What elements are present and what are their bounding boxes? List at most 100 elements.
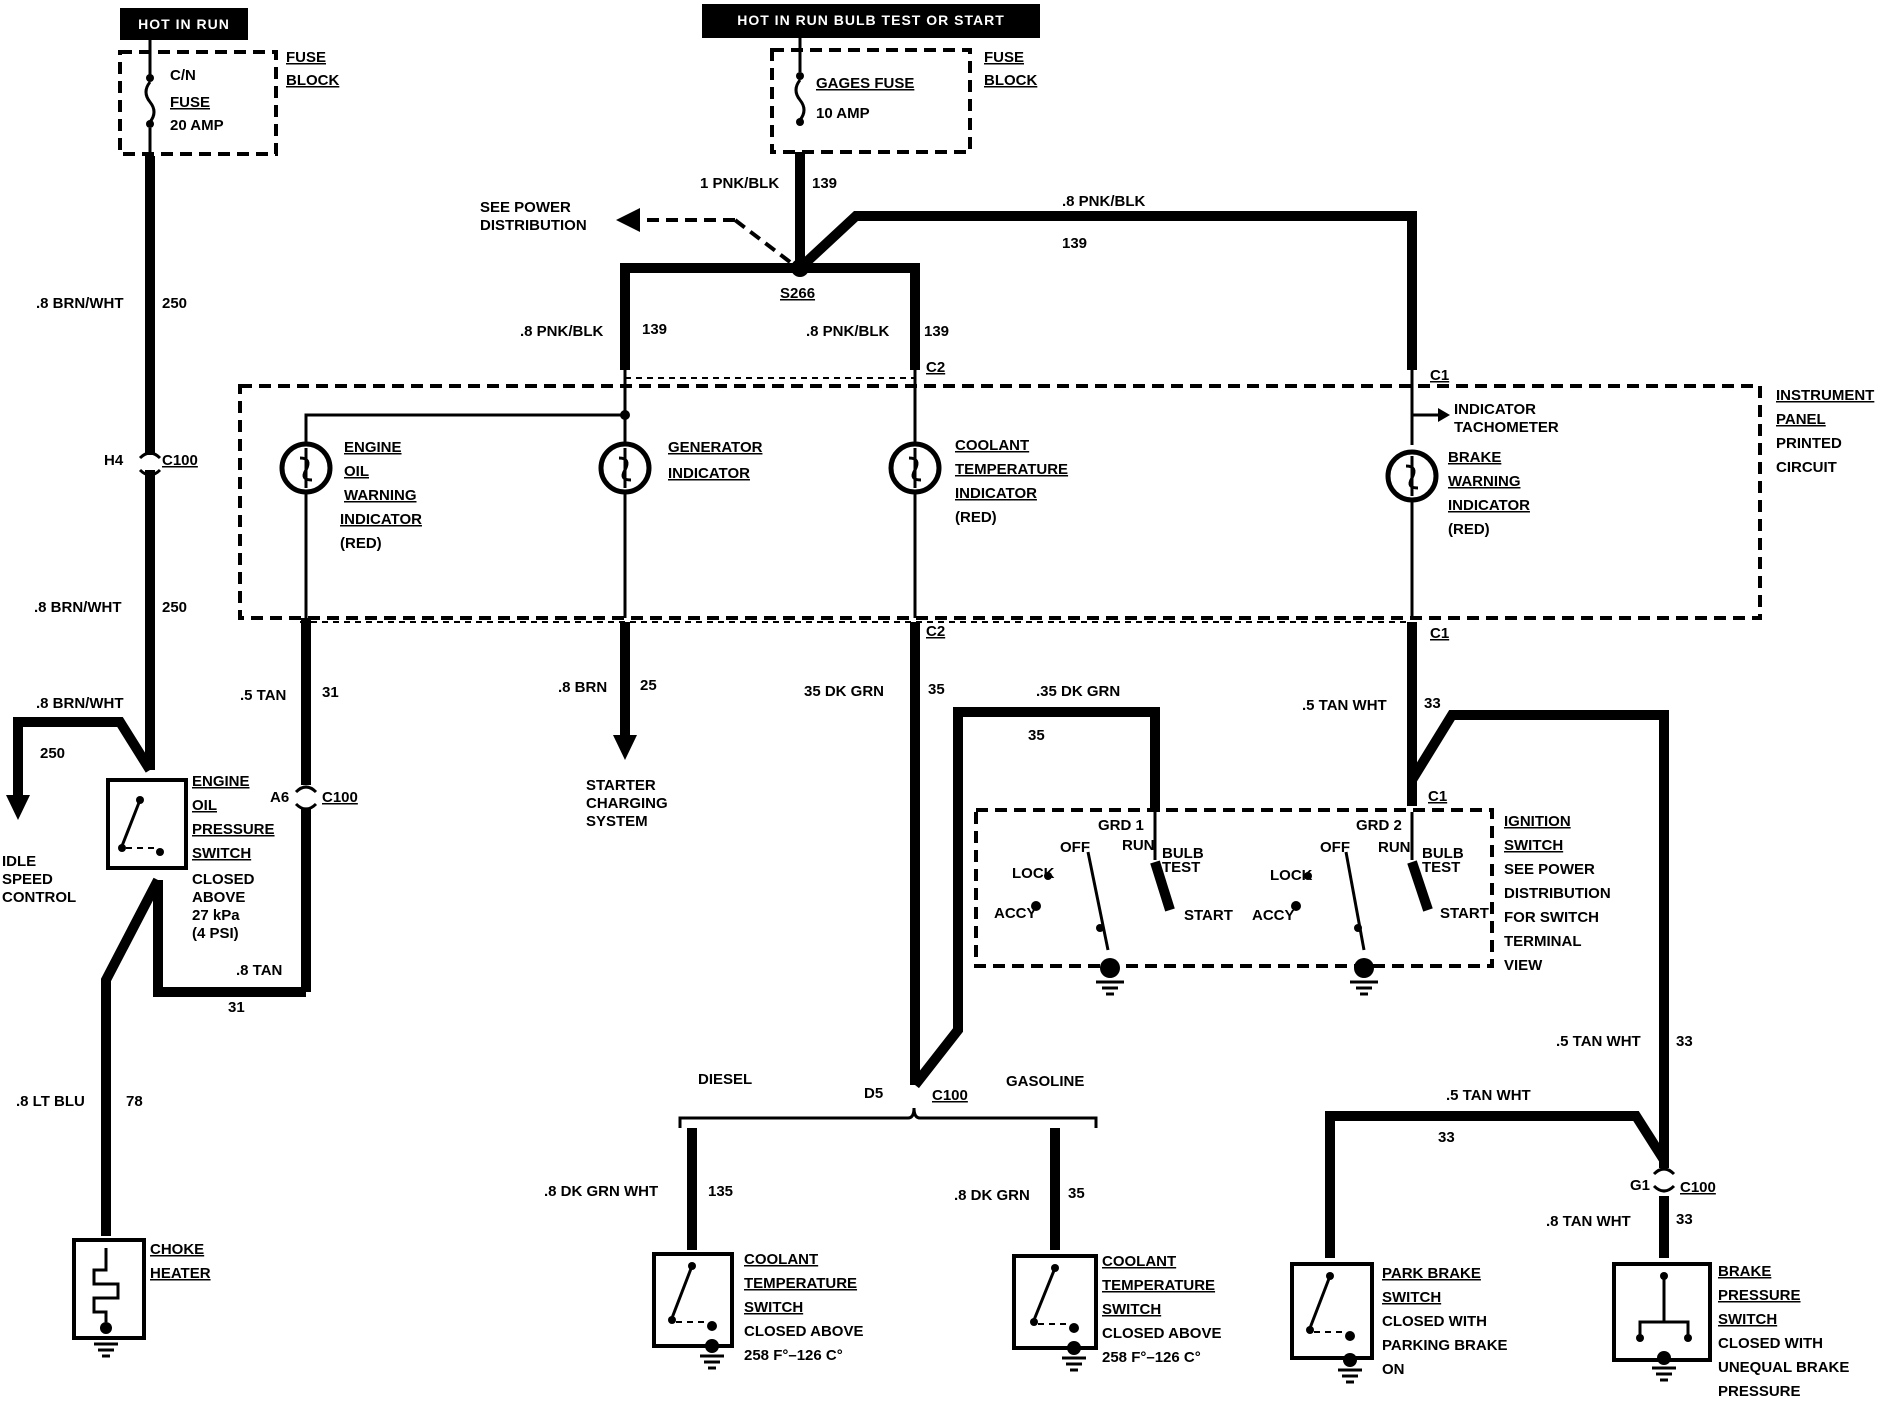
indicator-label: ENGINE (344, 439, 402, 456)
ign-position-label: START (1184, 907, 1233, 924)
wire-label: .8 LT BLU (16, 1093, 85, 1110)
ign-position-label: OFF (1320, 839, 1350, 856)
wire-label: .8 TAN WHT (1546, 1213, 1631, 1230)
connector-label: C1 (1428, 788, 1447, 805)
idle-label: SPEED (2, 871, 53, 888)
wire-number: 31 (322, 684, 339, 701)
park-brake-label: SWITCH (1382, 1289, 1441, 1306)
wire-number: 35 (1068, 1185, 1085, 1202)
connector-label: C1 (1430, 625, 1449, 642)
connector-label: C2 (926, 623, 945, 640)
bulb-icon (1385, 449, 1439, 503)
coolant-switch-label: TEMPERATURE (744, 1275, 857, 1292)
wire-label: .8 PNK/BLK (806, 323, 890, 340)
panel-label: INSTRUMENT (1776, 387, 1874, 404)
connector-label: A6 (270, 789, 289, 806)
wire-label: .8 BRN/WHT (34, 599, 122, 616)
wire-139-feed (616, 152, 1417, 370)
indicator-label: (RED) (955, 509, 997, 526)
coolant-switch-diesel (652, 1252, 734, 1370)
fuse-block-label: FUSE (984, 49, 1024, 66)
ign-position-label: START (1440, 905, 1489, 922)
coolant-switch-gasoline (1012, 1254, 1098, 1372)
connector-label: D5 (864, 1085, 883, 1102)
indicator-label: INDICATOR (1448, 497, 1530, 514)
connector-label: C100 (932, 1087, 968, 1104)
ign-position-label: BULB (1162, 845, 1204, 862)
ign-position-label: LOCK (1270, 867, 1313, 884)
oil-switch-label: 27 kPa (192, 907, 240, 924)
park-brake-label: CLOSED WITH (1382, 1313, 1487, 1330)
starter-label: SYSTEM (586, 813, 648, 830)
coolant-switch-label: SWITCH (1102, 1301, 1161, 1318)
wire-label: .8 DK GRN (954, 1187, 1030, 1204)
indicator-label: (RED) (1448, 521, 1490, 538)
wire-number: 139 (924, 323, 949, 340)
wire-label: 35 DK GRN (804, 683, 884, 700)
oil-switch-label: PRESSURE (192, 821, 275, 838)
oil-switch-label: ENGINE (192, 773, 250, 790)
coolant-switch-label: CLOSED ABOVE (744, 1323, 863, 1340)
wire-label: .8 BRN/WHT (36, 695, 124, 712)
connector-label: C1 (1430, 367, 1449, 384)
coolant-switch-label: CLOSED ABOVE (1102, 1325, 1221, 1342)
svg-text:GAGES FUSE: GAGES FUSE (816, 75, 914, 92)
svg-text:FUSE: FUSE (170, 94, 210, 111)
connector-label: C100 (1680, 1179, 1716, 1196)
wire-number: 33 (1438, 1129, 1455, 1146)
engine-variant-label: GASOLINE (1006, 1073, 1084, 1090)
wire-label: .8 PNK/BLK (1062, 193, 1146, 210)
brake-pressure-label: PRESSURE (1718, 1383, 1801, 1400)
ign-position-label: LOCK (1012, 865, 1055, 882)
indicator-label: INDICATOR (668, 465, 750, 482)
indicator-label: GENERATOR (668, 439, 763, 456)
wire-number: 35 (1028, 727, 1045, 744)
svg-text:10 AMP: 10 AMP (816, 105, 870, 122)
brake-pressure-label: UNEQUAL BRAKE (1718, 1359, 1849, 1376)
fuse-block-cn: C/N FUSE 20 AMP (118, 40, 278, 160)
wire-label: .5 TAN WHT (1302, 697, 1387, 714)
brake-pressure-label: CLOSED WITH (1718, 1335, 1823, 1352)
oil-switch-label: (4 PSI) (192, 925, 239, 942)
wire-label: .8 TAN (236, 962, 282, 979)
starter-label: CHARGING (586, 795, 668, 812)
panel-label: PANEL (1776, 411, 1826, 428)
park-brake-label: ON (1382, 1361, 1405, 1378)
connector-label: H4 (104, 452, 124, 469)
connector-label: C2 (926, 359, 945, 376)
brake-pressure-switch (1612, 1262, 1712, 1382)
oil-switch-label: CLOSED (192, 871, 255, 888)
header-bulb-test: HOT IN RUN BULB TEST OR START (702, 4, 1040, 38)
wire-number: 33 (1676, 1211, 1693, 1228)
wire-number: 139 (642, 321, 667, 338)
bulb-icon (279, 441, 333, 495)
indicator-label: WARNING (344, 487, 417, 504)
panel-label: CIRCUIT (1776, 459, 1837, 476)
ign-position-label: GRD 2 (1356, 817, 1402, 834)
ignition-label: VIEW (1504, 957, 1543, 974)
indicator-label: BRAKE (1448, 449, 1501, 466)
wire-label: .5 TAN (240, 687, 286, 704)
indicator-label: INDICATOR (955, 485, 1037, 502)
fuse-block-label: FUSE (286, 49, 326, 66)
indicator-label: TEMPERATURE (955, 461, 1068, 478)
fuse-block-label: BLOCK (286, 72, 339, 89)
idle-label: CONTROL (2, 889, 76, 906)
ignition-label: FOR SWITCH (1504, 909, 1599, 926)
fuse-block-label: BLOCK (984, 72, 1037, 89)
coolant-switch-label: SWITCH (744, 1299, 803, 1316)
ignition-switch-1 (1031, 812, 1175, 996)
panel-circuits (304, 370, 1450, 618)
brake-pressure-label: PRESSURE (1718, 1287, 1801, 1304)
wire-label: .8 DK GRN WHT (544, 1183, 658, 1200)
wire-number: 139 (1062, 235, 1087, 252)
instrument-panel-box (238, 384, 1762, 620)
indicator-label: WARNING (1448, 473, 1521, 490)
ign-position-label: ACCY (1252, 907, 1295, 924)
ignition-label: IGNITION (1504, 813, 1571, 830)
wire-label: .5 TAN WHT (1446, 1087, 1531, 1104)
ign-position-label: RUN (1122, 837, 1155, 854)
fuse-block-gages: GAGES FUSE 10 AMP (770, 38, 972, 154)
ignition-label: SEE POWER (1504, 861, 1595, 878)
ignition-label: TERMINAL (1504, 933, 1582, 950)
